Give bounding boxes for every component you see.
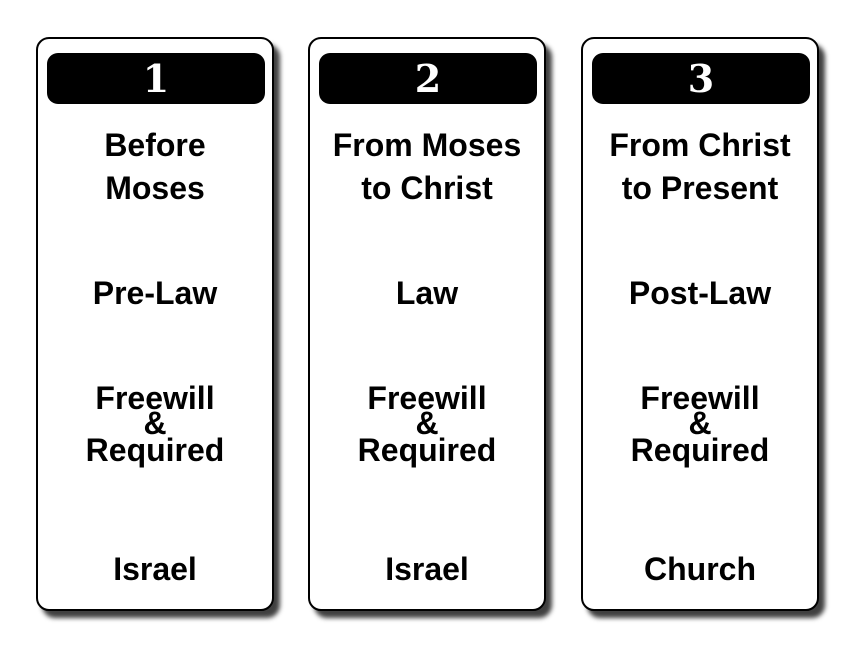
giving-ampersand: &: [415, 405, 439, 441]
column-heading: From Moses to Christ: [310, 124, 544, 210]
giving-line-3: Required: [357, 432, 497, 468]
era-label: Pre-Law: [92, 275, 218, 311]
giving-ampersand: &: [688, 405, 712, 441]
people-label: Church: [644, 551, 756, 587]
people-label: Israel: [385, 551, 469, 587]
column-number-badge: 3: [592, 53, 810, 104]
heading-line-1: From Christ: [609, 127, 791, 163]
giving-line-3: Required: [85, 432, 225, 468]
giving-type: Freewill & Required: [38, 378, 272, 468]
giving-line-1: Freewill: [367, 380, 487, 416]
giving-line-1: Freewill: [95, 380, 215, 416]
column-card-2: 2 From Moses to Christ Law Freewill & Re…: [308, 37, 546, 611]
column-number-badge: 1: [47, 53, 265, 104]
heading-line-1: Before: [104, 127, 206, 163]
column-number-badge: 2: [319, 53, 537, 104]
people-label: Israel: [113, 551, 197, 587]
heading-line-2: Moses: [105, 170, 205, 206]
column-heading: From Christ to Present: [583, 124, 817, 210]
heading-line-1: From Moses: [332, 127, 522, 163]
giving-ampersand: &: [143, 405, 167, 441]
column-card-1: 1 Before Moses Pre-Law Freewill & Requir…: [36, 37, 274, 611]
heading-line-2: to Present: [621, 170, 779, 206]
heading-line-2: to Christ: [361, 170, 493, 206]
column-card-3: 3 From Christ to Present Post-Law Freewi…: [581, 37, 819, 611]
giving-line-1: Freewill: [640, 380, 760, 416]
era-label: Post-Law: [628, 275, 772, 311]
era-label: Law: [395, 275, 459, 311]
giving-type: Freewill & Required: [583, 378, 817, 468]
giving-line-3: Required: [630, 432, 770, 468]
giving-type: Freewill & Required: [310, 378, 544, 468]
column-heading: Before Moses: [38, 124, 272, 210]
